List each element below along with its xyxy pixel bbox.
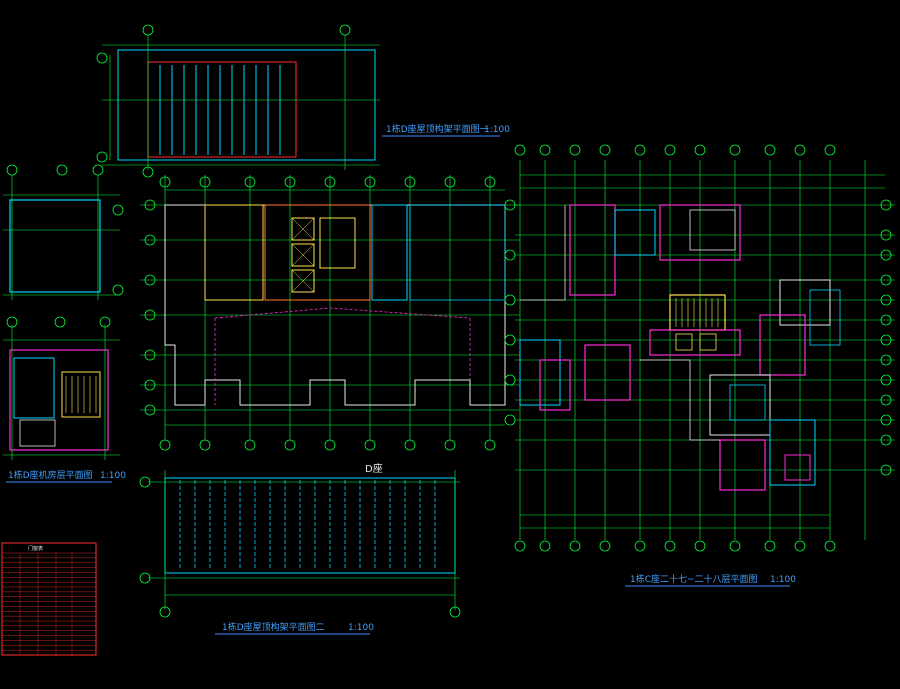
roof-structure-plan-2-scale: 1:100	[348, 623, 374, 633]
typical-floor-plan: 1栋C座二十七~二十八层平面图 1:100	[504, 144, 895, 587]
roof-structure-plan-2-title: 1栋D座屋顶构架平面图二	[222, 621, 325, 633]
roof-structure-plan-1: 1栋D座屋顶构架平面图一 1:100	[96, 24, 510, 178]
middle-plan-title: D座	[365, 462, 383, 475]
middle-floor-plan: D座	[140, 175, 520, 475]
roof-structure-plan-2: 1栋D座屋顶构架平面图二 1:100	[139, 470, 461, 635]
machine-room-plan-title: 1栋D座机房层平面图	[8, 469, 93, 481]
roof-structure-plan-1-title: 1栋D座屋顶构架平面图一	[386, 123, 489, 135]
typical-floor-plan-scale: 1:100	[770, 575, 796, 585]
door-window-table: 门窗表	[1, 542, 97, 656]
small-tank-plan	[3, 164, 124, 300]
roof-structure-plan-1-scale: 1:100	[484, 125, 510, 135]
door-window-table-title: 门窗表	[28, 545, 43, 552]
machine-room-plan-scale: 1:100	[100, 471, 126, 481]
machine-room-plan: 1栋D座机房层平面图 1:100	[3, 316, 126, 483]
typical-floor-plan-title: 1栋C座二十七~二十八层平面图	[630, 573, 758, 585]
